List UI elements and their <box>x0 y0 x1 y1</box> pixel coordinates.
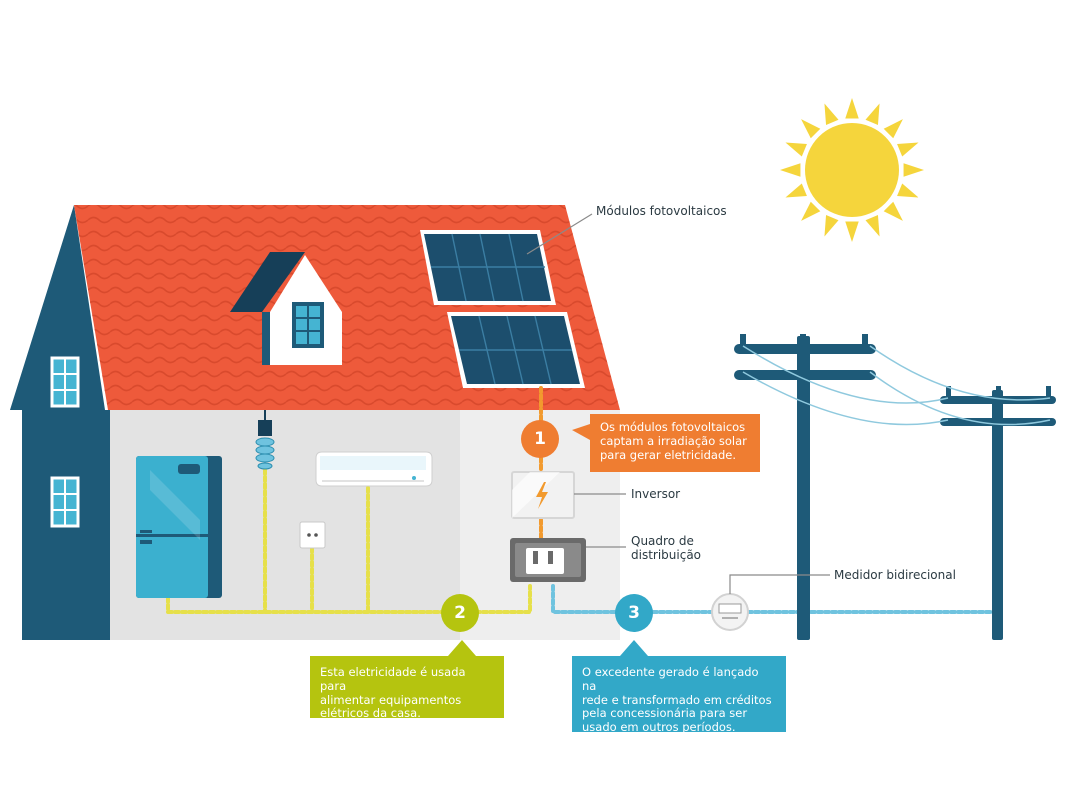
step-3-badge: 3 <box>615 594 653 632</box>
solar-panel-bottom <box>447 312 585 388</box>
step-3-number: 3 <box>628 603 640 623</box>
step1-pointer <box>572 424 590 440</box>
label-inversor: Inversor <box>631 487 681 501</box>
house-side-wall <box>10 205 110 640</box>
label-modulos-fotovoltaicos: Módulos fotovoltaicos <box>596 204 727 218</box>
outlet-icon <box>299 521 326 549</box>
step-3-box: O excedente gerado é lançado na rede e t… <box>572 656 786 735</box>
step-1-box: Os módulos fotovoltaicos captam a irradi… <box>590 414 760 472</box>
step-1-number: 1 <box>534 429 546 449</box>
utility-pole-icon <box>734 334 1056 640</box>
step-2-badge: 2 <box>441 594 479 632</box>
label-quadro-line1: Quadro de <box>631 534 694 548</box>
solar-panel-icon <box>420 230 585 388</box>
sun-ray <box>865 103 880 125</box>
inverter-icon <box>511 471 575 519</box>
sun-ray <box>903 163 924 177</box>
step-2-number: 2 <box>454 603 466 623</box>
sun-ray <box>824 103 839 125</box>
meter-icon <box>711 593 749 631</box>
step3-pointer <box>620 640 648 656</box>
step-1-line: para gerar eletricidade. <box>600 447 736 462</box>
sun-ray <box>897 142 919 157</box>
power-lines <box>742 345 1051 426</box>
step-3-line: usado em outros períodos. <box>582 720 736 735</box>
step-1-line: captam a irradiação solar <box>600 433 747 448</box>
distribution-board-icon <box>510 538 586 582</box>
sun-ray <box>883 119 903 139</box>
step-2-line: elétricos da casa. <box>320 706 421 721</box>
sun-ray <box>883 201 903 221</box>
step2-pointer <box>448 640 476 656</box>
sun-ray <box>785 183 807 198</box>
solar-panel-top <box>420 230 556 305</box>
wire-yellow <box>166 468 532 614</box>
sun-icon <box>780 98 924 242</box>
step-3-line: pela concessionária para ser <box>582 706 748 721</box>
lamp-icon <box>255 410 275 470</box>
sun-ray <box>845 221 859 242</box>
leader-lines <box>526 213 830 594</box>
sun-ray <box>845 98 859 119</box>
air-conditioner-icon <box>315 451 433 487</box>
sun-ray <box>865 215 880 237</box>
wire-blue <box>551 584 1002 614</box>
sun-ray <box>780 163 801 177</box>
sun-ray <box>824 215 839 237</box>
sun-ray <box>801 201 821 221</box>
step-1-badge: 1 <box>521 420 559 458</box>
label-medidor-bidirecional: Medidor bidirecional <box>834 568 956 582</box>
label-quadro-de-distribuicao: Quadro de distribuição <box>631 534 701 563</box>
step-2-line: Esta eletricidade é usada para <box>320 665 466 693</box>
sun-ray <box>785 142 807 157</box>
step-1-line: Os módulos fotovoltaicos <box>600 420 746 434</box>
label-quadro-line2: distribuição <box>631 548 702 563</box>
step-2-line: alimentar equipamentos <box>320 692 462 707</box>
sun-ray <box>801 119 821 139</box>
step-3-line: rede e transformado em créditos <box>582 692 772 707</box>
refrigerator-icon <box>136 456 222 598</box>
step-2-box: Esta eletricidade é usada para alimentar… <box>310 656 504 721</box>
dormer-window <box>230 252 342 365</box>
sun-ray <box>897 183 919 198</box>
step-3-line: O excedente gerado é lançado na <box>582 665 759 693</box>
